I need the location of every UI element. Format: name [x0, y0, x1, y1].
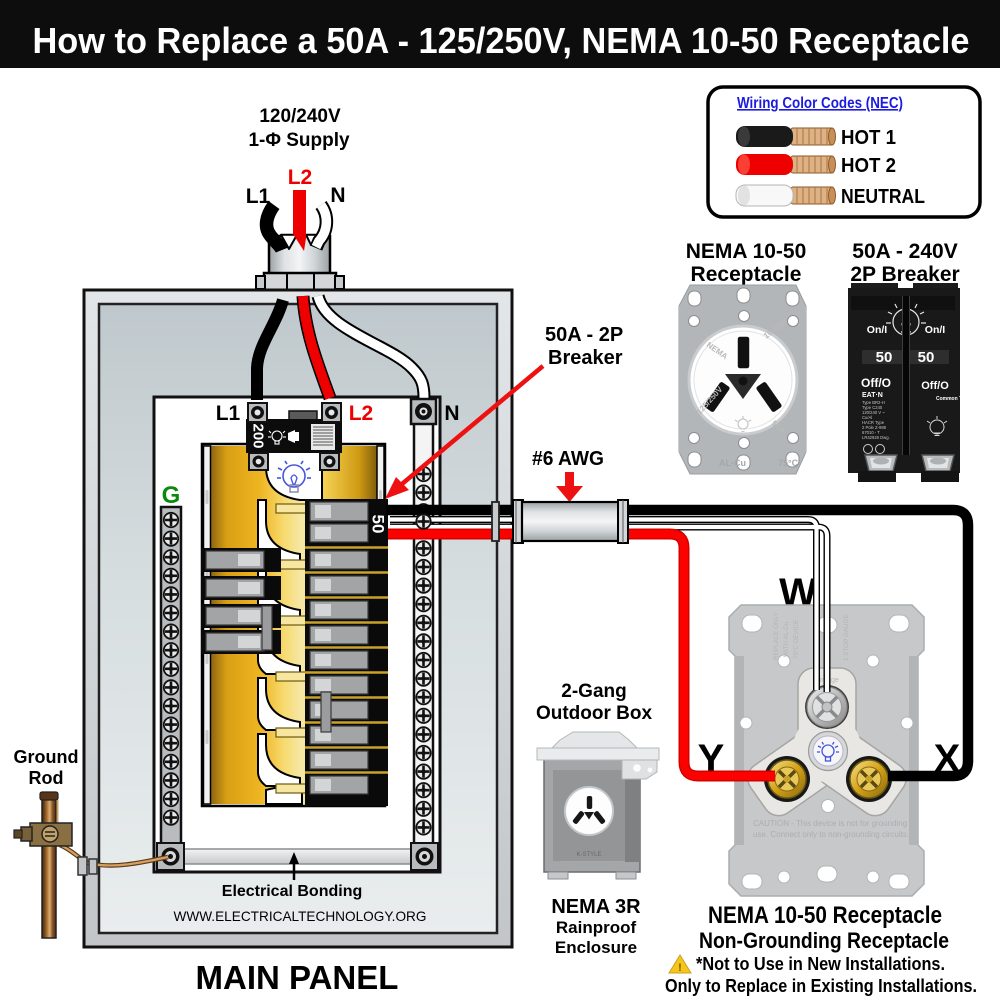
svg-text:L2: L2 [349, 402, 374, 425]
svg-text:HACR Type: HACR Type [862, 420, 885, 425]
svg-text:Type C240: Type C240 [862, 405, 883, 410]
svg-text:LR42926 Dwg.: LR42926 Dwg. [862, 435, 890, 440]
svg-text:Off/O: Off/O [861, 376, 891, 390]
svg-text:K-STYLE: K-STYLE [576, 852, 601, 858]
svg-text:75°C: 75°C [778, 458, 799, 468]
svg-text:Rainproof: Rainproof [556, 918, 637, 937]
svg-text:L2: L2 [288, 166, 313, 189]
svg-text:!: ! [678, 962, 682, 974]
svg-text:50A - 2P: 50A - 2P [545, 324, 623, 346]
svg-text:120/240 V ~: 120/240 V ~ [862, 410, 885, 415]
svg-text:NEUTRAL: NEUTRAL [841, 186, 925, 208]
svg-text:1-Φ Supply: 1-Φ Supply [248, 130, 350, 151]
svg-text:HOT 1: HOT 1 [841, 127, 896, 149]
svg-text:50: 50 [876, 349, 893, 366]
svg-text:67010 - T: 67010 - T [862, 430, 880, 435]
svg-text:MAIN PANEL: MAIN PANEL [196, 959, 399, 996]
svg-text:N: N [330, 184, 345, 207]
svg-text:Enclosure: Enclosure [555, 938, 637, 957]
svg-text:How to Replace a 50A - 125/250: How to Replace a 50A - 125/250V, NEMA 10… [33, 20, 970, 61]
svg-text:50A - 240V: 50A - 240V [852, 240, 957, 263]
svg-text:Breaker: Breaker [548, 347, 623, 369]
svg-text:On/I: On/I [925, 324, 945, 336]
svg-text:Receptacle: Receptacle [691, 263, 802, 286]
svg-text:2 Pole Z-988: 2 Pole Z-988 [862, 425, 887, 430]
svg-text:200: 200 [250, 423, 267, 448]
svg-text:HOT 2: HOT 2 [841, 155, 896, 177]
svg-text:REPLACE ONLY: REPLACE ONLY [773, 611, 780, 660]
svg-text:Rod: Rod [29, 768, 64, 788]
svg-text:Ground: Ground [14, 747, 79, 767]
svg-text:*Not to Use in New Installatio: *Not to Use in New Installations. [696, 954, 945, 974]
svg-text:Wiring Color Codes (NEC): Wiring Color Codes (NEC) [737, 95, 903, 112]
svg-text:Only to Replace in Existing In: Only to Replace in Existing Installation… [665, 976, 977, 996]
svg-text:CAUTION - This device is not f: CAUTION - This device is not for groundi… [753, 819, 907, 828]
svg-text:NEMA 10-50 Receptacle: NEMA 10-50 Receptacle [708, 902, 942, 929]
svg-text:L1: L1 [246, 185, 271, 208]
svg-text:2P Breaker: 2P Breaker [850, 263, 959, 286]
svg-text:EAT·N: EAT·N [862, 392, 883, 399]
svg-text:2-Gang: 2-Gang [561, 681, 626, 702]
svg-text:#6 AWG: #6 AWG [532, 448, 604, 470]
svg-text:1 STOP GAUGE: 1 STOP GAUGE [843, 614, 850, 661]
svg-text:50: 50 [918, 349, 935, 366]
svg-text:Common Trip: Common Trip [936, 396, 968, 402]
svg-text:Non-Grounding Receptacle: Non-Grounding Receptacle [699, 928, 949, 953]
svg-text:Off/O: Off/O [921, 380, 949, 392]
svg-text:NEMA 3R: NEMA 3R [551, 896, 641, 918]
svg-text:50: 50 [369, 515, 388, 534]
svg-text:On/I: On/I [867, 324, 887, 336]
svg-text:G: G [162, 482, 181, 509]
svg-text:Cu/Al: Cu/Al [862, 415, 872, 420]
svg-text:Outdoor Box: Outdoor Box [536, 703, 653, 724]
svg-text:120/240V: 120/240V [259, 106, 341, 127]
svg-text:N: N [444, 402, 459, 425]
svg-text:WITH AL-Cu: WITH AL-Cu [783, 621, 790, 657]
svg-text:NEMA 10-50: NEMA 10-50 [686, 240, 807, 263]
svg-text:Electrical Bonding: Electrical Bonding [222, 883, 362, 900]
svg-text:use. Connect only to non-groun: use. Connect only to non-grounding circu… [753, 830, 909, 839]
svg-text:Type BR2-H: Type BR2-H [862, 400, 885, 405]
svg-text:WWW.ELECTRICALTECHNOLOGY.ORG: WWW.ELECTRICALTECHNOLOGY.ORG [174, 908, 427, 924]
svg-text:AL-Cu: AL-Cu [719, 458, 746, 468]
svg-text:L1: L1 [216, 402, 241, 425]
svg-text:75°C DEVICE: 75°C DEVICE [792, 620, 800, 659]
